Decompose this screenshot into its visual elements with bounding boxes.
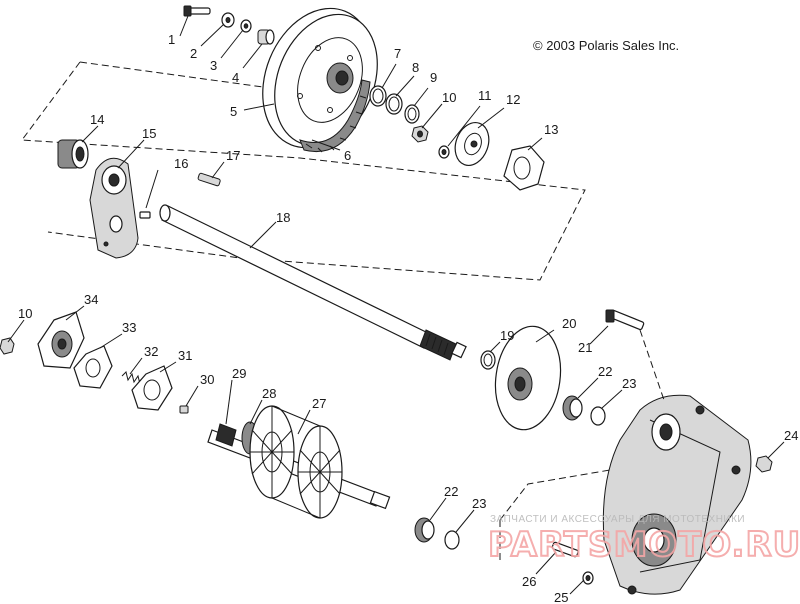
part-10-nut-upper — [411, 125, 429, 143]
part-22-bearing-upper — [562, 395, 583, 421]
part-18-shaft — [159, 204, 467, 361]
callout-32: 32 — [144, 344, 158, 359]
part-6-chain — [299, 79, 371, 153]
part-22-bearing-lower — [414, 517, 435, 543]
callout-7: 7 — [394, 46, 401, 61]
callout-12: 12 — [506, 92, 520, 107]
callout-10-upper: 10 — [442, 90, 456, 105]
part-19-o-ring — [480, 350, 496, 370]
part-23-seal-lower — [444, 530, 460, 550]
part-8-bearing-ring — [385, 93, 403, 115]
callout-13: 13 — [544, 122, 558, 137]
callout-5: 5 — [230, 104, 237, 119]
part-7-seal-ring — [369, 85, 387, 107]
part-25-washer — [582, 571, 594, 585]
callout-20: 20 — [562, 316, 576, 331]
part-20-driven-sprocket — [494, 325, 562, 431]
callout-31: 31 — [178, 348, 192, 363]
part-21-bolt — [605, 309, 645, 331]
part-31-flange-plate — [131, 365, 173, 411]
part-3-washer — [240, 19, 252, 33]
callout-29: 29 — [232, 366, 246, 381]
callout-17: 17 — [226, 148, 240, 163]
callout-22-lower: 22 — [444, 484, 458, 499]
callout-33: 33 — [122, 320, 136, 335]
part-30-small-nut — [179, 405, 189, 414]
watermark: ЗАПЧАСТИ И АКСЕССУАРЫ ДЛЯ МОТОТЕХНИКИ PA… — [487, 514, 800, 566]
callout-6: 6 — [344, 148, 351, 163]
part-33-flange-plate — [73, 345, 113, 389]
callout-34: 34 — [84, 292, 98, 307]
copyright-text: © 2003 Polaris Sales Inc. — [533, 38, 679, 53]
lower-assembly-guides — [499, 329, 665, 560]
callout-21: 21 — [578, 340, 592, 355]
callout-27: 27 — [312, 396, 326, 411]
part-13-flange-plate — [503, 145, 545, 191]
callout-10-lower: 10 — [18, 306, 32, 321]
callout-25: 25 — [554, 590, 568, 604]
part-26-bolt — [551, 541, 579, 558]
callout-30: 30 — [200, 372, 214, 387]
part-10-nut-lower — [0, 337, 15, 355]
callout-23-lower: 23 — [472, 496, 486, 511]
callout-9: 9 — [430, 70, 437, 85]
callout-28: 28 — [262, 386, 276, 401]
callout-18: 18 — [276, 210, 290, 225]
part-17-key — [197, 172, 221, 187]
callout-24: 24 — [784, 428, 798, 443]
part-1-bolt — [183, 5, 211, 17]
callout-11: 11 — [478, 88, 492, 103]
part-11-washer — [438, 145, 450, 159]
callout-8: 8 — [412, 60, 419, 75]
part-2-washer — [221, 12, 235, 28]
part-5-sprocket-wheel — [262, 7, 378, 149]
part-12-bearing-flange — [454, 122, 490, 166]
part-4-spacer — [257, 29, 275, 45]
callout-4: 4 — [232, 70, 239, 85]
upper-assembly-boundary — [21, 61, 586, 281]
callout-leader-lines — [7, 15, 785, 595]
watermark-logo: PARTSMOTO.RU — [488, 525, 800, 565]
callout-16: 16 — [174, 156, 188, 171]
callout-14: 14 — [90, 112, 104, 127]
part-34-bearing-flange — [37, 311, 85, 369]
callout-23-upper: 23 — [622, 376, 636, 391]
callout-19: 19 — [500, 328, 514, 343]
callout-3: 3 — [210, 58, 217, 73]
part-16-small-bolt — [139, 211, 151, 219]
part-14-bearing — [57, 139, 89, 169]
part-9-spacer-ring — [404, 104, 420, 124]
callout-26: 26 — [522, 574, 536, 589]
callout-15: 15 — [142, 126, 156, 141]
part-23-seal-upper — [590, 406, 606, 426]
part-24-nut — [755, 455, 773, 473]
callout-numbers: 1 2 3 4 5 6 7 8 9 10 11 12 13 14 15 16 1… — [18, 32, 798, 604]
callout-22-upper: 22 — [598, 364, 612, 379]
callout-2: 2 — [190, 46, 197, 61]
part-27-drive-sprockets — [249, 405, 343, 519]
part-15-housing-plate — [89, 157, 139, 259]
chaincase-housing — [602, 394, 752, 595]
watermark-tagline: ЗАПЧАСТИ И АКСЕССУАРЫ ДЛЯ МОТОТЕХНИКИ — [490, 514, 745, 525]
callout-1: 1 — [168, 32, 175, 47]
